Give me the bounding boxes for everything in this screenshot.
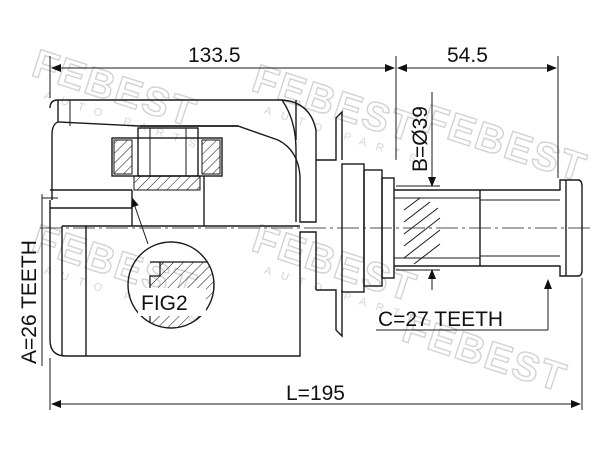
fig2-detail: FIG2 <box>127 197 215 329</box>
watermark-brand: FEBEST <box>417 97 592 191</box>
dimension-overall-length: L=195 <box>49 278 583 410</box>
spline-teeth <box>403 197 441 265</box>
outer-teeth-label: C=27 TEETH <box>378 308 503 331</box>
dimension-inner-teeth: A=26 TEETH <box>18 194 58 366</box>
spline-shaft <box>394 179 583 277</box>
dimension-outer-teeth: C=27 TEETH <box>376 279 552 331</box>
dust-shield <box>316 110 395 338</box>
fig2-label: FIG2 <box>141 292 188 315</box>
dimension-shaft-diameter: B=Ø39 <box>396 92 440 290</box>
shaft-length-label: 54.5 <box>447 44 488 67</box>
tripod-spider <box>50 127 223 226</box>
dimension-housing-length: 133.5 <box>49 44 397 160</box>
joint-housing <box>49 99 317 357</box>
housing-length-label: 133.5 <box>188 44 241 67</box>
inner-teeth-label: A=26 TEETH <box>18 240 41 364</box>
dimension-shaft-length: 54.5 <box>397 44 559 178</box>
shaft-diameter-label: B=Ø39 <box>409 106 432 172</box>
overall-length-label: L=195 <box>286 382 345 405</box>
